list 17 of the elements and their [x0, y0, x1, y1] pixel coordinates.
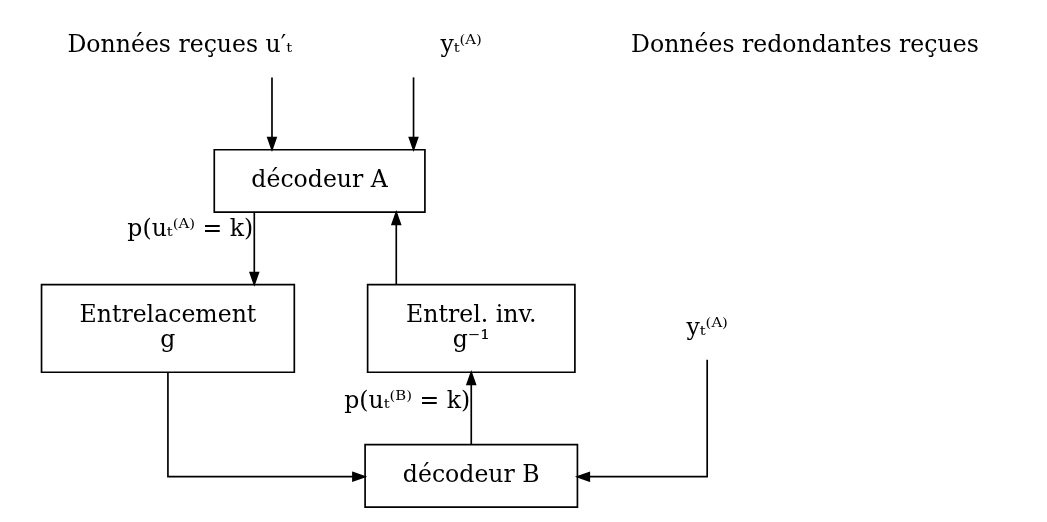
arrow [390, 209, 402, 285]
arrow [248, 211, 260, 287]
arrow [574, 359, 709, 483]
arrow [266, 76, 278, 152]
node-box: décodeur A [213, 148, 426, 213]
arrow [465, 369, 477, 446]
node-text: yₜ⁽ᴬ⁾ [686, 312, 728, 341]
node-box: Entrelacement g [40, 283, 296, 374]
node-box: décodeur B [364, 443, 579, 508]
node-box: Entrel. inv. g⁻¹ [366, 283, 576, 374]
label: Données redondantes reçues [631, 30, 979, 59]
arrow [408, 76, 419, 152]
edge-label: p(uₜ⁽ᴬ⁾ = k) [127, 213, 254, 242]
arrow [167, 372, 368, 483]
node-text: yₜ⁽ᴬ⁾ [440, 30, 482, 59]
node-text: Données reçues u′ₜ [67, 30, 292, 59]
edge-label: p(uₜ⁽ᴮ⁾ = k) [344, 386, 471, 415]
